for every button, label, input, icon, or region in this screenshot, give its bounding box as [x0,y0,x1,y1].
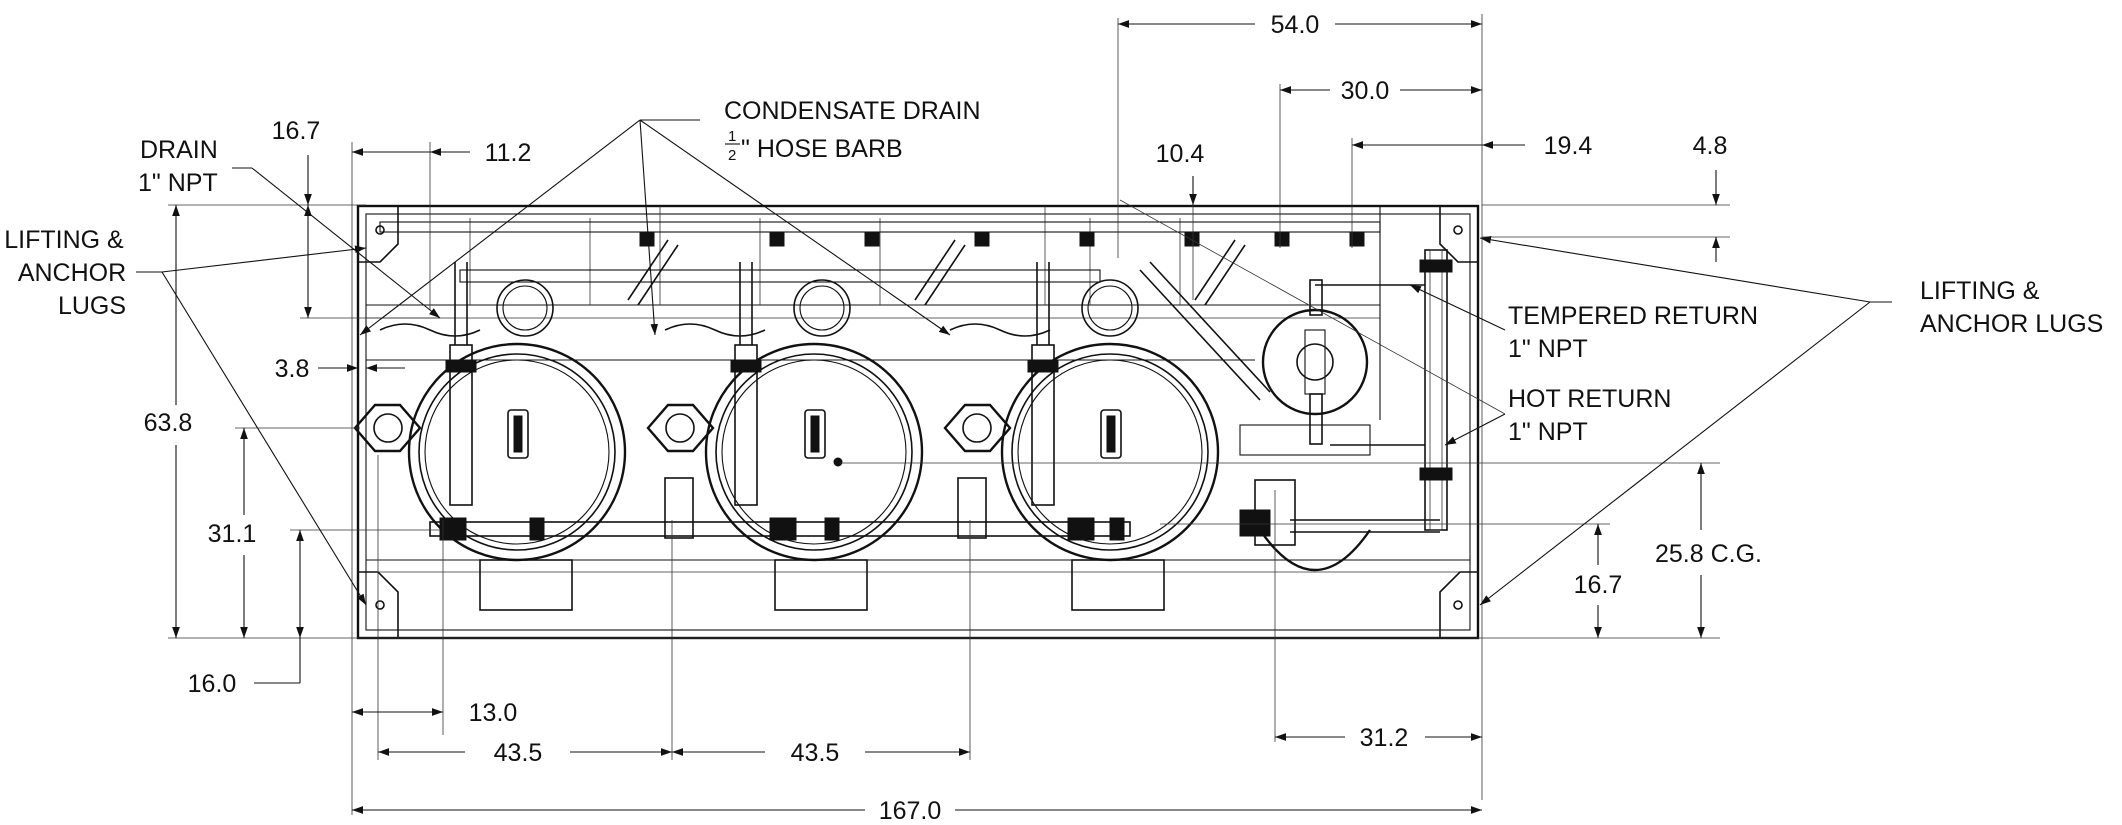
lugs-left-line2: ANCHOR [18,259,126,287]
dim-30-0: 30.0 [1341,77,1390,105]
pump-fittings [353,403,1012,453]
condensate-fraction-denominator: 2 [728,147,736,164]
dim-16-7-right: 16.7 [1574,571,1623,599]
lugs-left-line3: LUGS [58,292,126,320]
dim-16-7-top: 16.7 [272,117,321,145]
condensate-fraction-numerator: 1 [728,128,736,145]
dim-63-8: 63.8 [144,409,193,437]
dim-13-0: 13.0 [469,699,518,727]
dim-16-0: 16.0 [188,670,237,698]
dim-31-2: 31.2 [1360,724,1409,752]
dim-3-8: 3.8 [275,355,310,383]
dimension-labels: 54.0 30.0 16.7 11.2 10.4 19.4 4.8 3.8 63… [144,11,1762,825]
hose-barb-label: " HOSE BARB [741,135,903,163]
drain-label: DRAIN [140,136,218,164]
dim-167-0: 167.0 [879,797,942,825]
hot-return-size: 1" NPT [1508,418,1588,446]
tempered-return-label: TEMPERED RETURN [1508,302,1758,330]
drain-size-label: 1" NPT [138,169,218,197]
right-pump-assembly [1139,249,1453,571]
lugs-right-line2: ANCHOR LUGS [1920,310,2103,338]
bottom-pipe-run [429,477,1131,541]
dim-43-5-b: 43.5 [791,739,840,767]
tank-inlet-pipes [445,344,1059,506]
dim-31-1: 31.1 [208,520,257,548]
dim-19-4: 19.4 [1544,132,1593,160]
tempered-return-size: 1" NPT [1508,335,1588,363]
lugs-left-line1: LIFTING & [4,226,124,254]
dim-4-8: 4.8 [1693,132,1728,160]
dim-54-0: 54.0 [1271,11,1320,39]
tank-3 [1000,342,1220,611]
top-pipe-header [379,221,1381,345]
hot-return-label: HOT RETURN [1508,385,1671,413]
leader-lines [136,119,1892,606]
dimension-lines [168,14,1730,815]
dim-25-8-cg: 25.8 C.G. [1655,540,1762,568]
callout-labels: CONDENSATE DRAIN 1 2 " HOSE BARB DRAIN 1… [4,97,2103,446]
tank-1 [407,342,627,611]
dim-43-5-a: 43.5 [494,739,543,767]
dim-11-2: 11.2 [485,139,532,167]
tank-2 [704,342,924,611]
condensate-drain-label: CONDENSATE DRAIN [724,97,981,125]
dim-10-4: 10.4 [1156,140,1205,168]
lugs-right-line1: LIFTING & [1920,277,2040,305]
